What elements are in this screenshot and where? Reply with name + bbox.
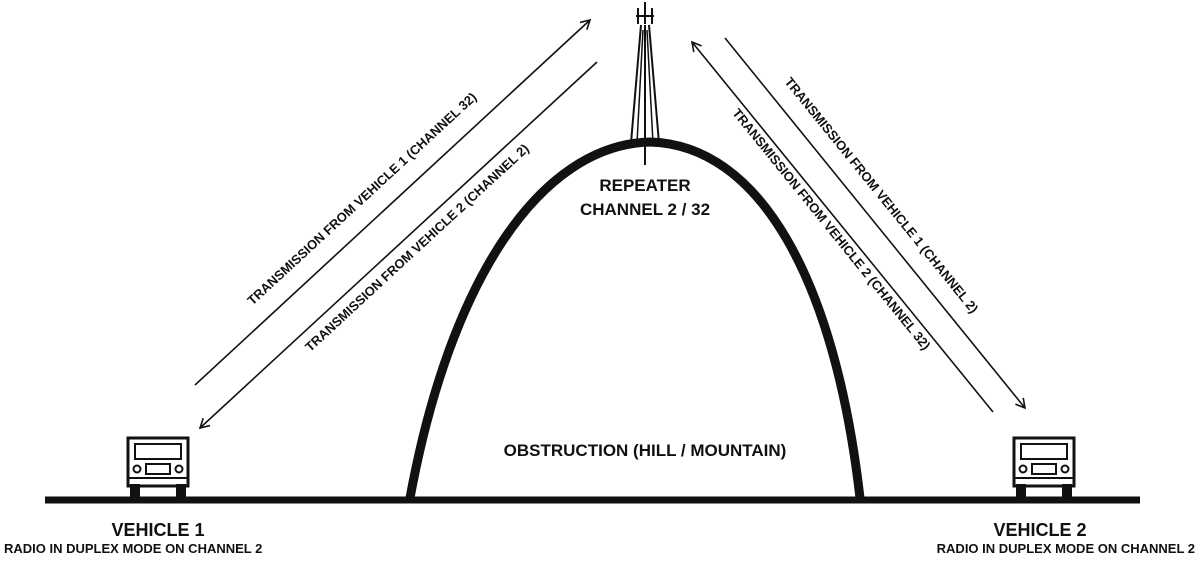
arrow-right-up [690, 40, 994, 413]
vehicle-icon [1012, 436, 1076, 498]
obstruction-label: OBSTRUCTION (HILL / MOUNTAIN) [504, 441, 787, 460]
arrow-right-down [724, 37, 1027, 410]
vehicle-1-mode: RADIO IN DUPLEX MODE ON CHANNEL 2 [4, 541, 262, 556]
hill-outline [405, 137, 865, 499]
arrow-left-up [194, 18, 592, 386]
label-left-up: TRANSMISSION FROM VEHICLE 1 (CHANNEL 32) [244, 89, 479, 308]
arrow-left-down [198, 61, 598, 430]
repeater-subtitle: CHANNEL 2 / 32 [580, 200, 710, 219]
vehicle-2-mode: RADIO IN DUPLEX MODE ON CHANNEL 2 [937, 541, 1195, 556]
vehicle-1-name: VEHICLE 1 [111, 520, 204, 540]
repeater-title: REPEATER [599, 176, 690, 195]
vehicle-icon [126, 436, 190, 498]
vehicle-2-name: VEHICLE 2 [993, 520, 1086, 540]
antenna-icon [630, 2, 660, 165]
